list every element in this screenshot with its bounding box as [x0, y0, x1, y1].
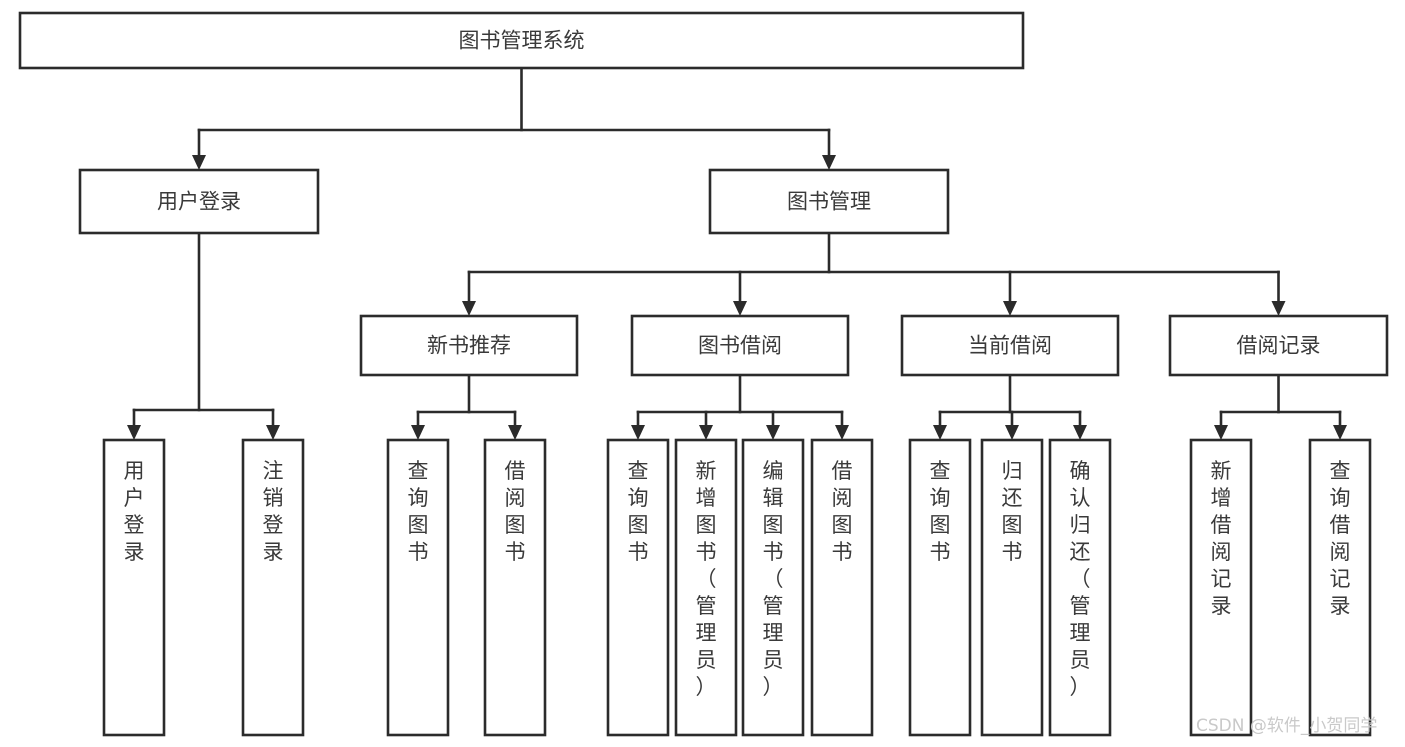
node-label: 借阅记录 [1237, 334, 1321, 358]
node-user-login[interactable]: 用户登录 [78, 168, 320, 235]
node-label: 图书借阅 [698, 334, 782, 358]
node-leaf-query-record[interactable]: 查询借阅记录 [1308, 438, 1372, 737]
node-new-book-rec[interactable]: 新书推荐 [359, 314, 579, 377]
node-book-borrow[interactable]: 图书借阅 [630, 314, 850, 377]
node-root[interactable]: 图书管理系统 [18, 11, 1025, 70]
node-leaf-return-book[interactable]: 归还图书 [980, 438, 1044, 737]
node-leaf-edit-book[interactable]: 编辑图书（管理员） [741, 438, 805, 737]
connector-layer [127, 66, 1347, 440]
node-leaf-user-login[interactable]: 用户登录 [102, 438, 166, 737]
node-label-vertical: 查询图书 [628, 459, 649, 564]
node-leaf-borrow-book-2[interactable]: 借阅图书 [810, 438, 874, 737]
node-label-vertical: 查询图书 [408, 459, 429, 564]
arrowhead [631, 425, 645, 440]
node-label: 图书管理 [787, 190, 871, 214]
arrowhead [1271, 301, 1286, 316]
node-leaf-query-book-2[interactable]: 查询图书 [606, 438, 670, 737]
arrowhead [1333, 425, 1347, 440]
node-label-vertical: 查询图书 [930, 459, 951, 564]
node-leaf-logout[interactable]: 注销登录 [241, 438, 305, 737]
csdn-watermark: CSDN @软件_小贺同学 [1196, 716, 1377, 736]
node-layer: 图书管理系统用户登录图书管理新书推荐图书借阅当前借阅借阅记录用户登录注销登录查询… [18, 11, 1389, 737]
arrowhead [733, 301, 747, 316]
arrowhead [822, 155, 836, 170]
node-label-vertical: 归还图书 [1002, 459, 1023, 564]
arrowhead [1073, 425, 1087, 440]
node-label-vertical: 注销登录 [263, 459, 284, 564]
node-leaf-confirm-return[interactable]: 确认归还（管理员） [1048, 438, 1112, 737]
node-label: 新书推荐 [427, 334, 511, 358]
node-label-vertical: 借阅图书 [505, 459, 526, 564]
arrowhead [1003, 301, 1017, 316]
node-leaf-add-book[interactable]: 新增图书（管理员） [674, 438, 738, 737]
arrowhead [699, 425, 713, 440]
node-label-vertical: 编辑图书（管理员） [763, 459, 784, 699]
arrowhead [266, 425, 280, 440]
node-label-vertical: 新增借阅记录 [1211, 459, 1232, 618]
arrowhead [462, 301, 476, 316]
arrowhead [411, 425, 425, 440]
node-leaf-query-book-1[interactable]: 查询图书 [386, 438, 450, 737]
node-borrow-record[interactable]: 借阅记录 [1168, 314, 1389, 377]
arrowhead [508, 425, 522, 440]
node-label: 当前借阅 [968, 334, 1052, 358]
arrowhead [766, 425, 780, 440]
node-book-manage[interactable]: 图书管理 [708, 168, 950, 235]
node-label-vertical: 借阅图书 [832, 459, 853, 564]
node-leaf-add-record[interactable]: 新增借阅记录 [1189, 438, 1253, 737]
node-label: 用户登录 [157, 190, 241, 214]
arrowhead [933, 425, 947, 440]
arrowhead [127, 425, 141, 440]
node-label: 图书管理系统 [459, 29, 585, 53]
arrowhead [1005, 425, 1019, 440]
node-label-vertical: 确认归还（管理员） [1070, 459, 1091, 699]
node-label-vertical: 查询借阅记录 [1330, 459, 1351, 618]
arrowhead [1214, 425, 1228, 440]
node-leaf-query-book-3[interactable]: 查询图书 [908, 438, 972, 737]
arrowhead [835, 425, 849, 440]
node-current-borrow[interactable]: 当前借阅 [900, 314, 1120, 377]
node-label-vertical: 新增图书（管理员） [696, 459, 717, 699]
arrowhead [192, 155, 206, 170]
node-label-vertical: 用户登录 [124, 459, 145, 564]
node-leaf-borrow-book-1[interactable]: 借阅图书 [483, 438, 547, 737]
